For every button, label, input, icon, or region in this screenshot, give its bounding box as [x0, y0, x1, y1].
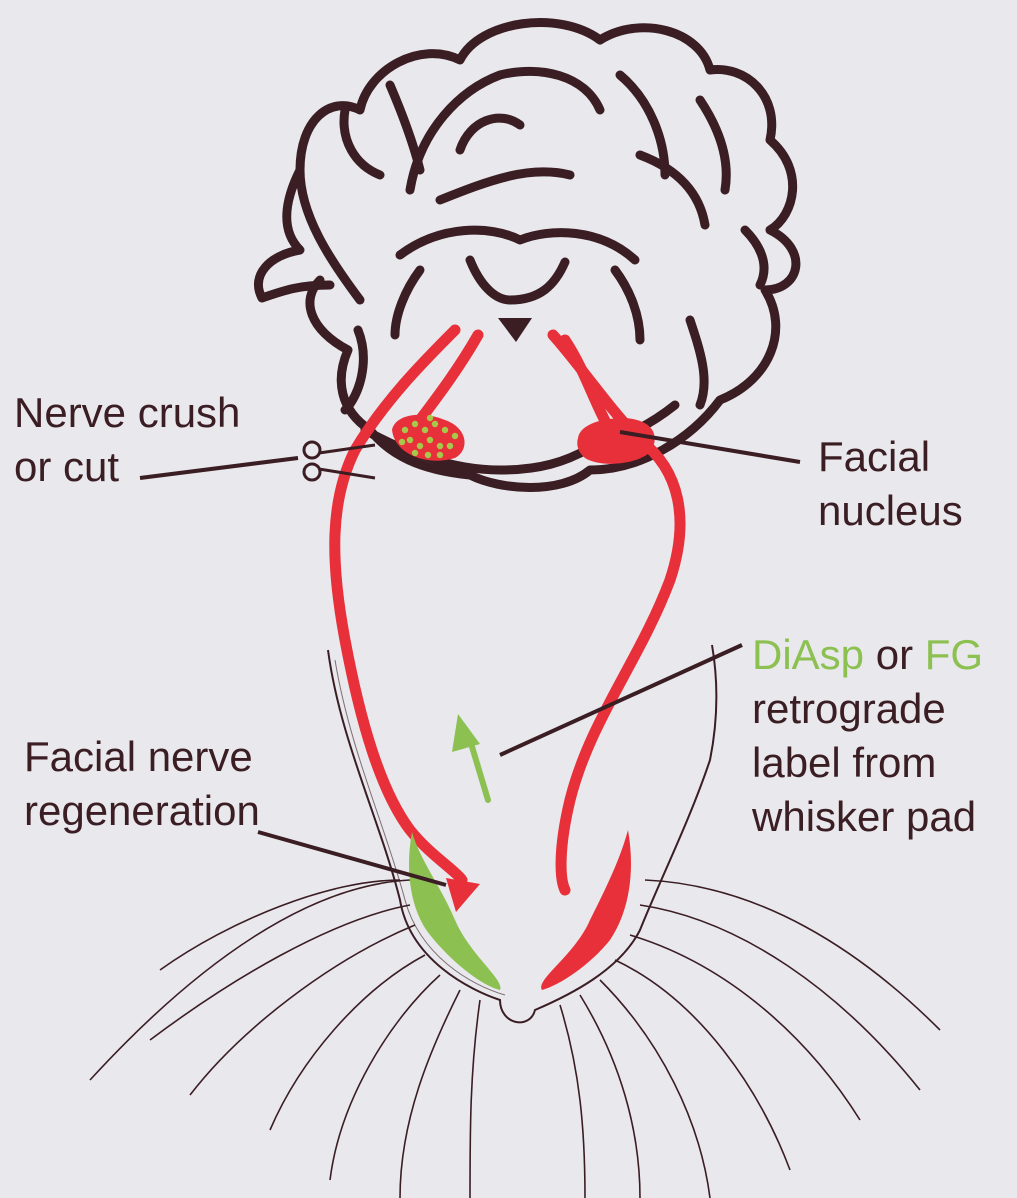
facial-nerve-paths — [335, 330, 680, 890]
facial-nucleus-line-1: Facial — [818, 430, 963, 484]
nerve-crush-label: Nerve crush or cut — [14, 386, 240, 494]
tracer-or: or — [864, 631, 925, 678]
whisker-pad-right-red — [541, 830, 631, 990]
midline-fissure — [498, 318, 532, 342]
regeneration-line-1: Facial nerve — [24, 730, 260, 784]
retrograde-leader — [500, 645, 742, 755]
tracer-diasp: DiAsp — [752, 631, 864, 678]
left-nerve-inner — [420, 335, 478, 420]
retrograde-label: DiAsp or FG retrograde label from whiske… — [752, 628, 983, 844]
nerve-crush-line-2: or cut — [14, 440, 240, 494]
whisker-pad-left-green — [409, 832, 500, 990]
whiskers — [90, 880, 940, 1198]
facial-nucleus-label: Facial nucleus — [818, 430, 963, 538]
regeneration-label: Facial nerve regeneration — [24, 730, 260, 838]
facial-nucleus-line-2: nucleus — [818, 484, 963, 538]
retrograde-line-2: retrograde — [752, 682, 983, 736]
snout-outline — [328, 645, 716, 1022]
tracer-line: DiAsp or FG — [752, 628, 983, 682]
right-nerve-inner — [565, 340, 610, 430]
retrograde-line-4: whisker pad — [752, 790, 983, 844]
regeneration-line-2: regeneration — [24, 784, 260, 838]
nerve-crush-line-1: Nerve crush — [14, 386, 240, 440]
retrograde-line-3: label from — [752, 736, 983, 790]
tracer-fg: FG — [925, 631, 983, 678]
retrograde-arrow — [452, 714, 488, 800]
brainstem-outline — [258, 23, 795, 488]
regeneration-arrowhead — [446, 878, 480, 912]
